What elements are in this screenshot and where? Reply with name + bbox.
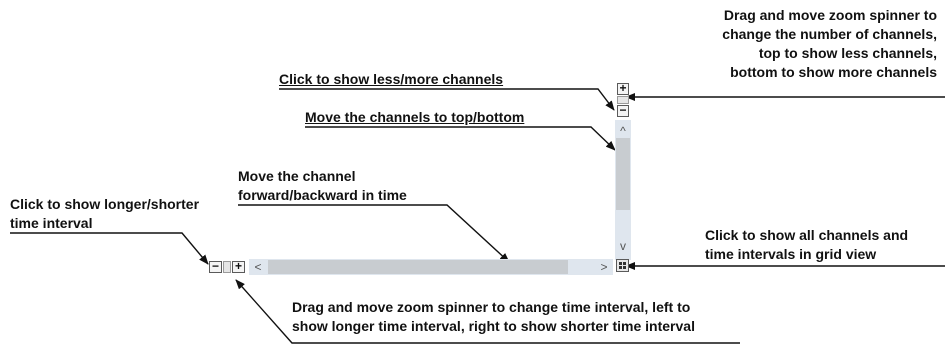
scroll-left-arrow[interactable]: <: [254, 260, 262, 274]
label-zoom-spinner-horizontal: Drag and move zoom spinner to change tim…: [292, 299, 695, 334]
vertical-zoom-in-button[interactable]: +: [617, 82, 629, 95]
horizontal-zoom-in-button[interactable]: +: [232, 260, 245, 273]
label-grid-view: Click to show all channels and time inte…: [705, 227, 909, 262]
label-longer-shorter-interval: Click to show longer/shorter time interv…: [10, 196, 200, 231]
horizontal-zoom-spinner[interactable]: [223, 261, 231, 273]
grid-view-icon: [619, 262, 626, 269]
horizontal-zoom-out-button[interactable]: −: [209, 260, 222, 273]
vertical-scroll-thumb[interactable]: [616, 138, 630, 210]
grid-view-button[interactable]: [616, 259, 629, 272]
scroll-right-arrow[interactable]: >: [600, 260, 608, 274]
horizontal-scroll-thumb[interactable]: [268, 260, 568, 274]
label-move-channels-top-bottom: Move the channels to top/bottom: [305, 109, 525, 125]
label-zoom-spinner-vertical: Drag and move zoom spinner to change the…: [722, 7, 937, 80]
scroll-down-arrow[interactable]: v: [620, 239, 626, 253]
scroll-up-arrow[interactable]: ^: [620, 124, 626, 138]
vertical-zoom-spinner[interactable]: [617, 96, 629, 104]
label-move-channel-time: Move the channel forward/backward in tim…: [238, 168, 407, 203]
vertical-zoom-out-button[interactable]: −: [617, 104, 629, 117]
label-less-more-channels: Click to show less/more channels: [279, 71, 504, 87]
